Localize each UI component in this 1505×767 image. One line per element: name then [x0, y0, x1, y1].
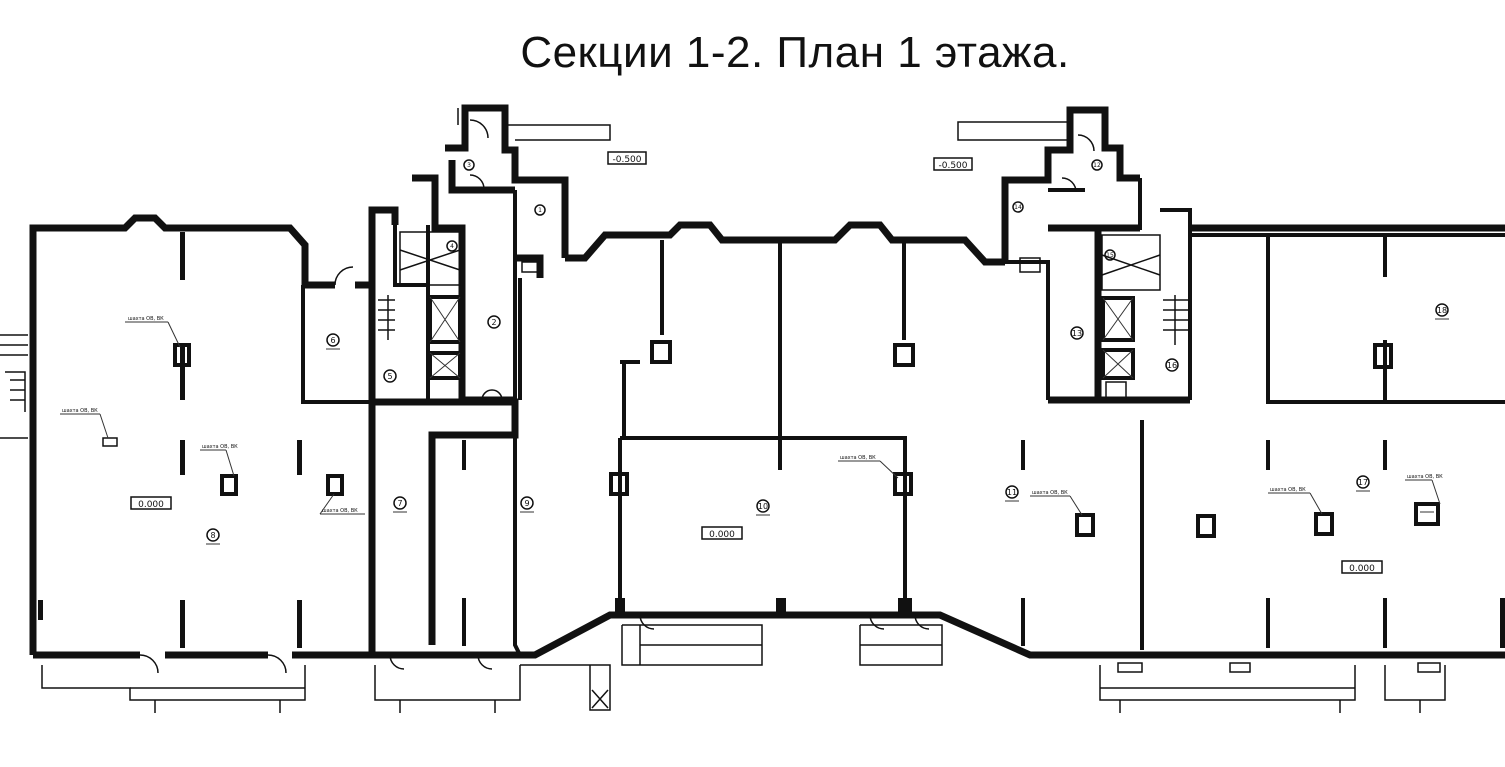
room-number: 15 — [1106, 252, 1114, 259]
room-number: 16 — [1167, 361, 1177, 370]
shaft-note: шахта ОВ, ВК — [202, 444, 238, 450]
shaft-note: шахта ОВ, ВК — [128, 316, 164, 322]
right-block: шахта ОВ, ВК шахта ОВ, ВК 18 17 0.000 — [1099, 224, 1505, 713]
level-mark: -0.500 — [938, 161, 967, 171]
shaft-note: шахта ОВ, ВК — [840, 455, 876, 461]
room-number: 9 — [524, 499, 529, 508]
room-number: 18 — [1437, 306, 1447, 315]
room-number: 12 — [1093, 162, 1101, 169]
room-number: 1 — [538, 207, 542, 214]
plan-title: Секции 1-2. План 1 этажа. — [520, 28, 1070, 77]
room-number: 5 — [387, 372, 392, 381]
room-number: 4 — [450, 243, 454, 250]
room-number: 7 — [397, 499, 402, 508]
level-mark: 0.000 — [709, 530, 735, 540]
shaft-note: шахта ОВ, ВК — [1270, 487, 1306, 493]
shaft-note: шахта ОВ, ВК — [1032, 490, 1068, 496]
right-core: 12 14 15 13 16 -0.500 — [933, 106, 1192, 404]
shaft-note: шахта ОВ, ВК — [1407, 474, 1443, 480]
room-number: 8 — [210, 531, 215, 540]
room-number: 2 — [491, 318, 496, 327]
room-number: 17 — [1358, 478, 1368, 487]
level-mark: 0.000 — [1349, 564, 1375, 574]
room-number: 11 — [1007, 488, 1017, 497]
shaft-note: шахта ОВ, ВК — [62, 408, 98, 414]
room-number: 6 — [330, 336, 335, 345]
room-number: 13 — [1072, 329, 1082, 338]
room-number: 14 — [1014, 204, 1022, 211]
central-block: шахта ОВ, ВК шахта ОВ, ВК 9 10 0.000 11 — [462, 221, 1144, 666]
level-mark: -0.500 — [612, 155, 641, 165]
room-number: 3 — [467, 162, 471, 169]
room-number: 10 — [758, 502, 768, 511]
shaft-note: шахта ОВ, ВК — [322, 508, 358, 514]
left-block: шахта ОВ, ВК шахта ОВ, ВК шахта ОВ, ВК ш… — [0, 214, 376, 713]
left-core: 3 1 4 2 6 5 7 -0.500 — [326, 104, 647, 713]
level-mark: 0.000 — [138, 500, 164, 510]
